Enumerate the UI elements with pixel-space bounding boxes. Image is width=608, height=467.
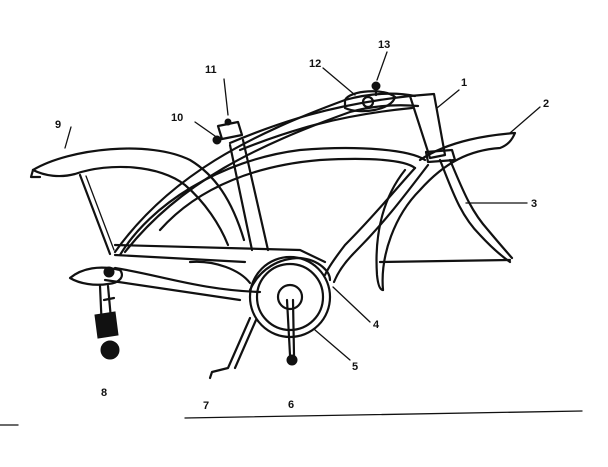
front-fork: [438, 158, 514, 264]
chainwheel-cover: [248, 255, 332, 339]
callout-10: 10: [171, 112, 183, 124]
rear-dropout: [68, 266, 124, 286]
callout-labels: 1 2 3 4 5 6 7 8 9 10 11 12 13: [55, 39, 549, 412]
kickstand: [208, 316, 258, 380]
callout-3: 3: [531, 198, 537, 210]
rear-fender: [29, 147, 246, 247]
seat-post-clamp: [212, 118, 244, 145]
callout-4: 4: [373, 319, 380, 331]
fender-brace-rod: [378, 258, 512, 264]
fender-stay: [78, 173, 115, 256]
callout-2: 2: [543, 98, 549, 110]
callout-11: 11: [205, 64, 217, 76]
callout-8: 8: [101, 387, 107, 399]
callout-7: 7: [203, 400, 209, 412]
front-fender: [375, 131, 517, 292]
chain-guard: [103, 243, 327, 302]
callout-9: 9: [55, 119, 61, 131]
down-tube: [118, 146, 430, 284]
callout-6: 6: [288, 399, 294, 411]
callout-12: 12: [309, 58, 321, 70]
ground-line: [0, 410, 583, 426]
callout-5: 5: [352, 361, 358, 373]
seat-tube: [228, 138, 270, 252]
crank-arm: [285, 298, 298, 366]
leader-lines: [64, 51, 541, 361]
tank-light: [343, 81, 397, 113]
callout-1: 1: [461, 77, 467, 89]
rear-stand-assembly: [94, 284, 120, 360]
callout-13: 13: [378, 39, 390, 51]
